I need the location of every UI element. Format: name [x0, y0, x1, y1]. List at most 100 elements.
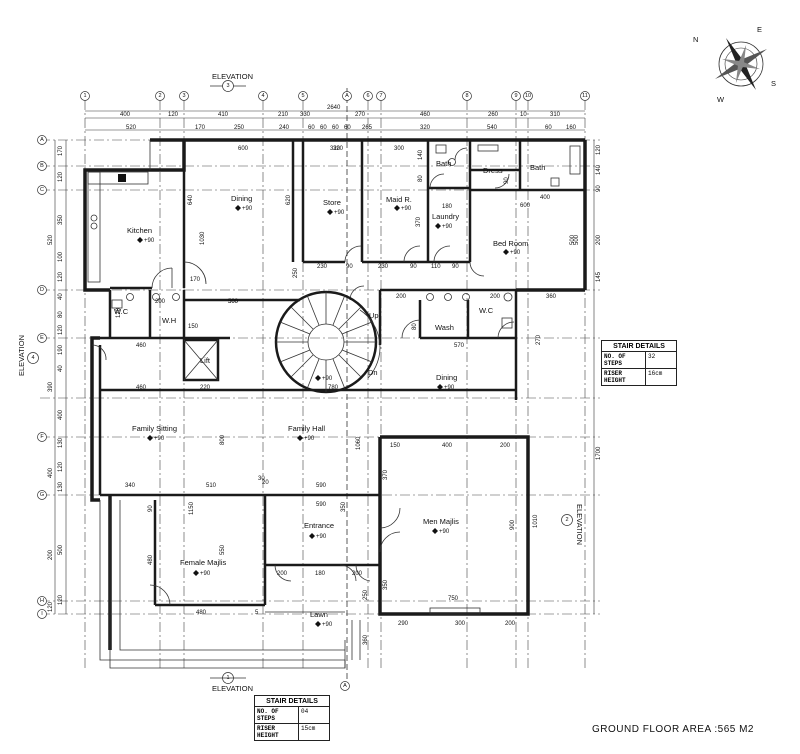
dim-in-51: 250 — [363, 589, 369, 600]
dim-in-13: 500 — [570, 234, 576, 245]
dim-in-10: 1030 — [200, 231, 206, 245]
room-bath-2: Bath — [530, 163, 545, 172]
elevation-top-label: ELEVATION — [212, 72, 253, 81]
dim-in-31: 150 — [390, 443, 401, 449]
elevation-marker-right: 2 ELEVATION — [561, 504, 584, 545]
kitchen-counter — [87, 171, 149, 283]
doors — [91, 147, 515, 606]
grid-row-bubbles: A B C D E F G H I — [37, 135, 47, 619]
level-marks: +90 +90 +90 +90 +90 +90 +90 +90 +90 +90 … — [137, 205, 521, 628]
dim-left-14: 130 — [58, 437, 64, 448]
compass-e: E — [757, 25, 762, 34]
dim-top2-8: 60 — [344, 125, 351, 131]
stair-top-riser-label: RISER HEIGHT — [602, 369, 646, 385]
dim-in-22: 360 — [546, 294, 557, 300]
dim-left-19: 120 — [58, 594, 64, 605]
dim-in-35: 370 — [383, 469, 389, 480]
dim-top2-6: 60 — [320, 125, 327, 131]
grid-row-d: D — [40, 287, 44, 293]
dim-in-64: 500 — [228, 299, 239, 305]
dim-in-47: 90 — [148, 505, 154, 512]
dim-top2-2: 170 — [195, 125, 206, 131]
dim-in-11: 620 — [286, 194, 292, 205]
level-men-majlis: +90 — [439, 529, 450, 535]
dim-left-11: 40 — [58, 365, 64, 372]
grid-col-1: 1 — [83, 93, 86, 99]
dim-in-44: 900 — [510, 519, 516, 530]
dim-in-24: 80 — [412, 323, 418, 330]
elevation-marker-top: ELEVATION 3 — [210, 72, 253, 92]
dim-in-1: 600 — [238, 146, 249, 152]
dim-top2-7: 60 — [332, 125, 339, 131]
room-bath-1: Bath — [436, 159, 451, 168]
room-labels: Kitchen Dining Store Maid R. Bath Bath D… — [114, 159, 545, 619]
axis-mark-top: A — [345, 93, 349, 99]
level-dining: +90 — [242, 206, 253, 212]
room-wh: W.H — [162, 316, 176, 325]
dim-in-4: 140 — [418, 149, 424, 160]
grid-col-4: 4 — [261, 93, 264, 99]
room-men-majlis: Men Majlis — [423, 517, 459, 526]
dim-top2-3: 250 — [234, 125, 245, 131]
dim-in-57: 480 — [196, 610, 207, 616]
dim-in-2: 320 — [330, 146, 341, 152]
stair-bottom-steps-label: NO. OF STEPS — [255, 707, 299, 723]
stair-bottom-riser-label: RISER HEIGHT — [255, 724, 299, 740]
dim-top2-5: 60 — [308, 125, 315, 131]
dim-right-2: 140 — [596, 164, 602, 175]
elevation-marker-bottom: 1 ELEVATION — [210, 672, 253, 693]
dim-in-36: 510 — [206, 483, 217, 489]
room-bed: Bed Room — [493, 239, 528, 248]
room-wash: Wash — [435, 323, 454, 332]
stair-up-mark: Up — [369, 311, 379, 320]
dim-in-39: 590 — [316, 502, 327, 508]
room-maid: Maid R. — [386, 195, 412, 204]
dim-in-19: 110 — [431, 264, 441, 270]
dim-in-53: 750 — [448, 596, 459, 602]
stair-bottom-steps-value: 04 — [301, 708, 309, 715]
dim-in-60: 150 — [188, 324, 199, 330]
dimension-lines-left: 170 120 350 520 100 120 40 80 120 190 40… — [48, 140, 67, 614]
dim-in-69: 170 — [190, 277, 201, 283]
elevation-left-label: ELEVATION — [17, 335, 26, 376]
dim-in-3: 300 — [394, 146, 405, 152]
room-lift: Lift — [200, 356, 211, 365]
room-wc-2: W.C — [479, 306, 494, 315]
room-family-hall: Family Hall — [288, 424, 325, 433]
stair-bottom-title: STAIR DETAILS — [266, 698, 318, 705]
dim-right-4: 200 — [596, 234, 602, 245]
elevation-bottom-label: ELEVATION — [212, 684, 253, 693]
dim-top-6: 270 — [355, 112, 366, 118]
stair-details-top: STAIR DETAILS NO. OF STEPS 32 RISER HEIG… — [601, 340, 677, 386]
dim-top-2: 120 — [168, 112, 179, 118]
dim-right-5: 270 — [536, 334, 542, 345]
stair-details-bottom: STAIR DETAILS NO. OF STEPS 04 RISER HEIG… — [254, 695, 330, 741]
dim-in-66: 1700 — [596, 446, 602, 460]
dim-in-42: 800 — [220, 434, 226, 445]
dim-top-3: 410 — [218, 112, 229, 118]
dim-left-12: 390 — [48, 381, 54, 392]
dim-in-61: 250 — [293, 267, 299, 278]
dim-in-48: 200 — [277, 571, 288, 577]
grid-col-2: 2 — [158, 93, 161, 99]
dim-in-43: 550 — [220, 544, 226, 555]
level-entrance: +90 — [316, 534, 327, 540]
grid-col-9: 9 — [514, 93, 517, 99]
dim-right-1: 120 — [596, 144, 602, 155]
dim-top-1: 400 — [120, 112, 131, 118]
dim-in-33: 200 — [500, 443, 511, 449]
room-dining: Dining — [231, 194, 252, 203]
stair-bottom-riser-value: 15cm — [301, 725, 316, 732]
dim-in-30: 780 — [328, 385, 339, 391]
dim-in-32: 400 — [442, 443, 453, 449]
dim-in-67: 350 — [341, 501, 347, 512]
compass-icon: N E S W — [693, 25, 776, 104]
room-wc-1: W.C — [114, 307, 129, 316]
grid-row-i: I — [41, 611, 43, 617]
dim-left-6: 120 — [58, 271, 64, 282]
dimension-lines-right: 120 140 90 200 270 500 145 — [536, 140, 602, 614]
elevation-right-num: 2 — [565, 517, 568, 523]
dim-left-15: 120 — [58, 461, 64, 472]
dim-top-9: 10 — [520, 112, 527, 118]
grid-row-b: B — [40, 163, 44, 169]
